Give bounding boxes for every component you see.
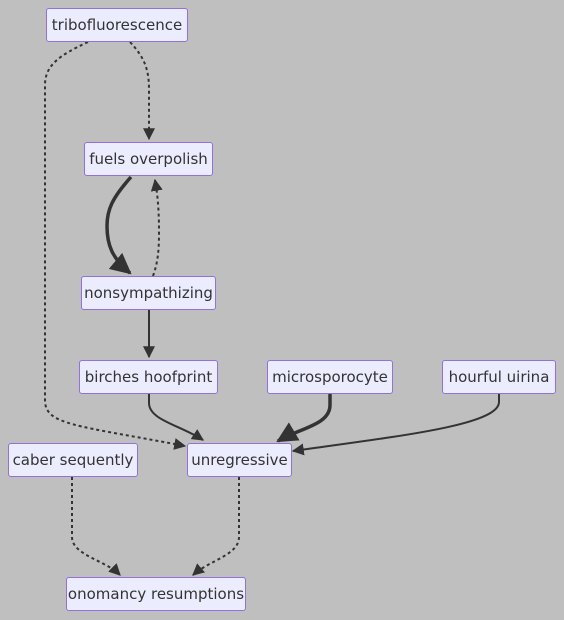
edge-tribo-to-fuels — [129, 41, 155, 141]
edge-unreg-to-onom — [192, 477, 240, 576]
edge-micro-to-unreg — [276, 394, 332, 443]
node-label: tribofluorescence — [51, 16, 183, 34]
node-label: unregressive — [191, 451, 288, 469]
edge-fuels-to-nonsym — [105, 175, 133, 275]
node-hourful-uirina[interactable]: hourful uirina — [442, 360, 556, 394]
edge-birches-to-unreg — [148, 394, 205, 441]
node-microsporocyte[interactable]: microsporocyte — [267, 360, 393, 394]
node-unregressive[interactable]: unregressive — [187, 443, 292, 477]
edge-caber-to-onom — [71, 477, 121, 576]
node-label: caber sequently — [12, 451, 134, 469]
node-label: hourful uirina — [448, 368, 550, 386]
node-label: nonsympathizing — [84, 284, 213, 302]
edge-hourful-to-unreg — [291, 394, 500, 456]
node-onomancy-resumptions[interactable]: onomancy resumptions — [66, 577, 246, 611]
node-label: fuels overpolish — [89, 150, 208, 168]
node-birches-hoofprint[interactable]: birches hoofprint — [79, 360, 218, 394]
node-label: microsporocyte — [272, 368, 388, 386]
node-nonsympathizing[interactable]: nonsympathizing — [81, 276, 216, 310]
edge-nonsym-to-fuels — [150, 178, 163, 277]
node-tribofluorescence[interactable]: tribofluorescence — [46, 8, 188, 42]
node-caber-sequently[interactable]: caber sequently — [8, 443, 138, 477]
node-label: birches hoofprint — [84, 368, 213, 386]
node-fuels-overpolish[interactable]: fuels overpolish — [84, 142, 213, 176]
node-label: onomancy resumptions — [67, 585, 245, 603]
edge-tribo-to-unreg — [44, 41, 187, 450]
